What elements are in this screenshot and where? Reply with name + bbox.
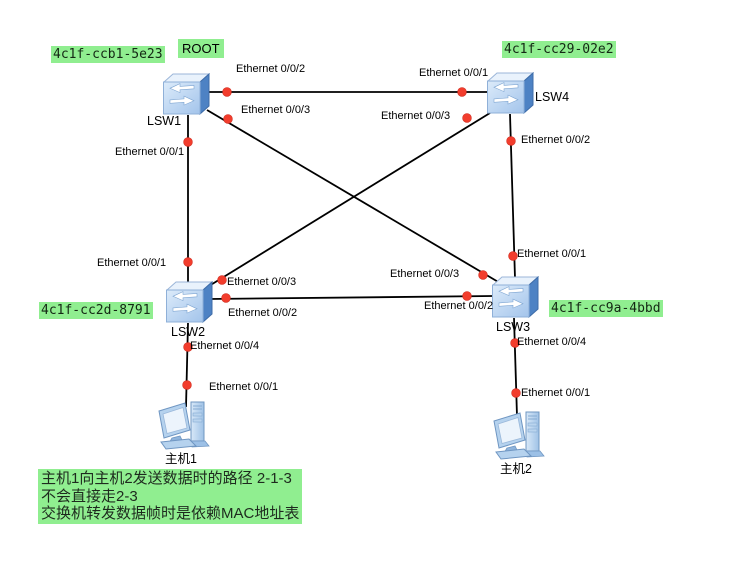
port-dot-lsw4-e001	[457, 87, 467, 97]
switch-icon	[163, 73, 210, 115]
port-dot-lsw1-e003	[223, 114, 233, 124]
port-label-lsw4-to-lsw3: Ethernet 0/0/2	[521, 134, 591, 146]
port-dot-host1-e001	[182, 380, 192, 390]
port-dot-lsw2-e003	[217, 275, 227, 285]
port-dot-lsw1-e002	[222, 87, 232, 97]
node-lsw3[interactable]	[492, 276, 539, 318]
note-line-3: 交换机转发数据帧时是依赖MAC地址表	[41, 505, 300, 523]
link-lsw2-lsw3[interactable]	[208, 295, 494, 300]
port-dot-lsw3-e002	[462, 291, 472, 301]
port-label-host1-to-lsw2: Ethernet 0/0/1	[209, 381, 279, 393]
port-label-lsw1-to-lsw2: Ethernet 0/0/1	[115, 146, 185, 158]
port-dot-lsw2-e001	[183, 257, 193, 267]
port-dot-lsw1-e001	[183, 137, 193, 147]
port-label-lsw1-to-lsw4: Ethernet 0/0/2	[236, 63, 306, 75]
link-lsw4-lsw2[interactable]	[208, 112, 491, 287]
port-dot-lsw4-e002	[506, 136, 516, 146]
link-lsw3-host2[interactable]	[513, 317, 518, 417]
link-lsw2-host1[interactable]	[185, 322, 189, 408]
port-label-lsw3-to-lsw4: Ethernet 0/0/1	[517, 248, 587, 260]
port-dot-lsw3-e003	[478, 270, 488, 280]
port-dot-host2-e001	[511, 388, 521, 398]
port-label-lsw3-to-lsw1: Ethernet 0/0/3	[390, 268, 460, 280]
switch-icon	[487, 72, 534, 114]
node-host2[interactable]	[491, 406, 549, 460]
note-line-1: 主机1向主机2发送数据时的路径 2-1-3	[41, 470, 292, 487]
port-label-lsw2-to-lsw4: Ethernet 0/0/3	[227, 276, 297, 288]
pc-icon	[158, 401, 210, 450]
port-label-lsw3-to-host2: Ethernet 0/0/4	[517, 336, 587, 348]
port-label-lsw4-to-lsw1: Ethernet 0/0/1	[419, 67, 489, 79]
mac-annotation-lsw4[interactable]: 4c1f-cc29-02e2	[502, 41, 616, 58]
node-label-lsw3: LSW3	[496, 320, 531, 334]
port-label-lsw3-to-lsw2: Ethernet 0/0/2	[424, 300, 494, 312]
node-lsw2[interactable]	[166, 281, 213, 323]
node-label-lsw2: LSW2	[171, 325, 206, 339]
port-dot-lsw3-e001	[508, 251, 518, 261]
mac-annotation-lsw3[interactable]: 4c1f-cc9a-4bbd	[549, 300, 663, 317]
note-line-2: 不会直接走2-3	[41, 487, 138, 505]
node-host1[interactable]	[156, 396, 214, 450]
node-lsw1[interactable]	[163, 73, 210, 115]
mac-annotation-lsw1[interactable]: 4c1f-ccb1-5e23	[51, 46, 165, 63]
mac-annotation-lsw2[interactable]: 4c1f-cc2d-8791	[39, 302, 153, 319]
port-dot-lsw2-e004	[183, 342, 193, 352]
port-dot-lsw3-e004	[510, 338, 520, 348]
node-label-lsw1: LSW1	[147, 114, 182, 128]
switch-icon	[166, 281, 213, 323]
port-label-lsw4-to-lsw2: Ethernet 0/0/3	[381, 110, 451, 122]
pc-icon	[493, 411, 545, 460]
root-annotation[interactable]: ROOT	[178, 39, 224, 58]
note-annotation[interactable]: 主机1向主机2发送数据时的路径 2-1-3 不会直接走2-3 交换机转发数据帧时…	[38, 469, 303, 524]
node-label-host1: 主机1	[165, 452, 197, 466]
node-label-lsw4: LSW4	[535, 90, 570, 104]
port-dot-lsw2-e002	[221, 293, 231, 303]
port-label-lsw2-to-host1: Ethernet 0/0/4	[190, 340, 260, 352]
port-label-lsw1-to-lsw3: Ethernet 0/0/3	[241, 104, 311, 116]
port-label-lsw2-to-lsw3: Ethernet 0/0/2	[228, 307, 298, 319]
port-dot-lsw4-e003	[462, 113, 472, 123]
node-label-host2: 主机2	[500, 462, 532, 476]
switch-icon	[492, 276, 539, 318]
node-lsw4[interactable]	[487, 72, 534, 114]
port-label-lsw2-to-lsw1: Ethernet 0/0/1	[97, 257, 167, 269]
port-label-host2-to-lsw3: Ethernet 0/0/1	[521, 387, 591, 399]
